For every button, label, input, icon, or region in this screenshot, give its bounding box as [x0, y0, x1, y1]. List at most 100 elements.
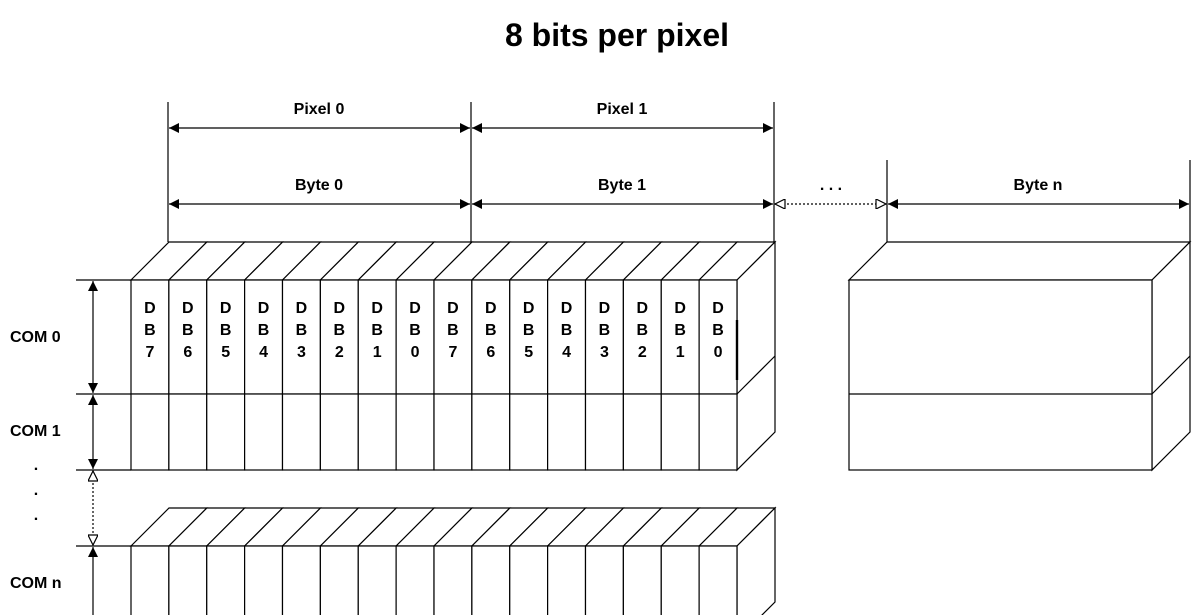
- com-0-1-cell: [433, 393, 473, 471]
- com-0-1-cell: [433, 279, 473, 395]
- com-0-1-cell: [244, 393, 284, 471]
- bit-label-db3-num: 3: [600, 344, 609, 361]
- com-0-1-cell: [168, 279, 208, 395]
- bit-label-db3-num: 3: [297, 344, 306, 361]
- com-0-1-cell: [357, 393, 397, 471]
- bit-label-db7-d: D: [447, 300, 459, 317]
- com-0-1-cell-block: [129, 240, 777, 472]
- com-0-1-cell: [584, 393, 624, 471]
- pixel-0-label: Pixel 0: [294, 101, 345, 118]
- bit-label-db0-num: 0: [411, 344, 420, 361]
- com-0-1-cell: [547, 393, 587, 471]
- bit-label-db1-d: D: [371, 300, 383, 317]
- bit-label-db7-num: 7: [448, 344, 457, 361]
- com-0-1-cell: [281, 279, 321, 395]
- com-n-cell: [130, 545, 170, 615]
- com-n-cell: [471, 545, 511, 615]
- pixel-1-label: Pixel 1: [597, 101, 648, 118]
- bit-label-db7-num: 7: [145, 344, 154, 361]
- row-label-com-0: COM 0: [10, 329, 61, 346]
- bit-label-db2-num: 2: [638, 344, 647, 361]
- byte-n-label: Byte n: [1014, 177, 1063, 194]
- bit-label-db7-b: B: [144, 322, 156, 339]
- com-0-1-cell: [206, 279, 246, 395]
- com-0-1-cell: [319, 393, 359, 471]
- com-n-cell: [319, 545, 359, 615]
- com-n-cell: [168, 545, 208, 615]
- diagram-title: 8 bits per pixel: [505, 17, 729, 53]
- byte-1-label: Byte 1: [598, 177, 646, 194]
- bit-label-db3-d: D: [599, 300, 611, 317]
- bit-label-db7-d: D: [144, 300, 156, 317]
- com-0-1-cell: [395, 393, 435, 471]
- byte-ellipsis: . . .: [820, 177, 842, 194]
- com-n-cell: [433, 545, 473, 615]
- bit-label-db3-b: B: [296, 322, 308, 339]
- com-n-cell: [698, 545, 738, 615]
- bit-label-db2-d: D: [334, 300, 346, 317]
- bit-label-db1-num: 1: [676, 344, 685, 361]
- bit-label-db5-d: D: [523, 300, 535, 317]
- bit-label-db2-num: 2: [335, 344, 344, 361]
- bit-label-db2-b: B: [334, 322, 346, 339]
- com-0-1-cell: [660, 279, 700, 395]
- com-n-cell: [584, 545, 624, 615]
- com-n-cell: [206, 545, 246, 615]
- com-0-1-cell: [168, 393, 208, 471]
- bit-label-db6-num: 6: [183, 344, 192, 361]
- row-ellipsis-dot: .: [34, 482, 38, 499]
- bit-label-db1-b: B: [674, 322, 686, 339]
- bit-label-db1-b: B: [371, 322, 383, 339]
- bit-labels: DB7DB6DB5DB4DB3DB2DB1DB0DB7DB6DB5DB4DB3D…: [144, 300, 724, 361]
- com-n-cell-block: [129, 506, 777, 615]
- bit-label-db0-d: D: [409, 300, 421, 317]
- com-0-1-cell: [471, 393, 511, 471]
- com-0-1-cell: [622, 393, 662, 471]
- bit-label-db5-b: B: [523, 322, 535, 339]
- bit-label-db5-d: D: [220, 300, 232, 317]
- byte-n-block: [847, 240, 1192, 472]
- com-n-cell: [547, 545, 587, 615]
- com-n-cell: [509, 545, 549, 615]
- com-0-1-cell: [509, 393, 549, 471]
- com-0-1-cell: [130, 279, 170, 395]
- bit-label-db0-b: B: [712, 322, 724, 339]
- bit-label-db2-d: D: [637, 300, 649, 317]
- bit-label-db6-b: B: [182, 322, 194, 339]
- com-n-cell: [357, 545, 397, 615]
- com-0-1-side-divider: [736, 355, 776, 395]
- row-label-com-1: COM 1: [10, 423, 61, 440]
- bit-label-db4-d: D: [561, 300, 573, 317]
- bit-label-db4-b: B: [561, 322, 573, 339]
- com-n-cell: [395, 545, 435, 615]
- bit-label-db0-d: D: [712, 300, 724, 317]
- bit-label-db6-d: D: [182, 300, 194, 317]
- bit-label-db2-b: B: [637, 322, 649, 339]
- bit-label-db1-d: D: [674, 300, 686, 317]
- com-0-1-cell: [622, 279, 662, 395]
- com-0-1-cell: [281, 393, 321, 471]
- com-0-1-cell: [206, 393, 246, 471]
- com-0-1-side-face: [736, 240, 776, 472]
- bit-label-db4-num: 4: [562, 344, 571, 361]
- bit-label-db5-b: B: [220, 322, 232, 339]
- bit-label-db6-d: D: [485, 300, 497, 317]
- com-0-1-cell: [660, 393, 700, 471]
- com-0-1-cell: [547, 279, 587, 395]
- byte-0-label: Byte 0: [295, 177, 343, 194]
- bit-label-db3-d: D: [296, 300, 308, 317]
- bit-label-db4-d: D: [258, 300, 270, 317]
- row-boundary-lines: [76, 279, 131, 547]
- com-n-cell: [281, 545, 321, 615]
- com-0-1-cell: [130, 393, 170, 471]
- bit-label-db0-num: 0: [714, 344, 723, 361]
- bit-label-db0-b: B: [409, 322, 421, 339]
- com-n-cell: [622, 545, 662, 615]
- bit-label-db5-num: 5: [524, 344, 533, 361]
- com-0-1-cell: [244, 279, 284, 395]
- com-0-1-cell: [698, 393, 738, 471]
- bit-label-db6-num: 6: [486, 344, 495, 361]
- com-n-cell: [660, 545, 700, 615]
- row-ellipsis-dot: .: [34, 457, 38, 474]
